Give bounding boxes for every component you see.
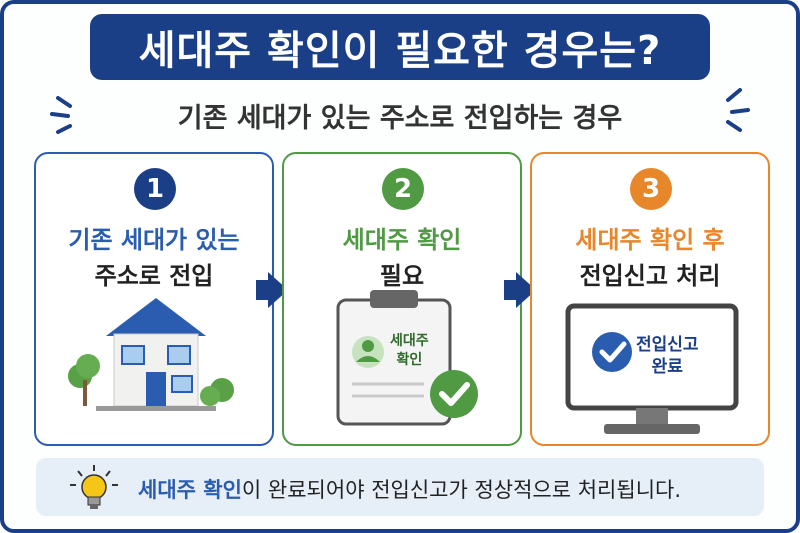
note-bar: 세대주 확인이 완료되어야 전입신고가 정상적으로 처리됩니다. (36, 458, 764, 516)
clipboard-label: 세대주 확인 (390, 333, 429, 368)
subtitle: 기존 세대가 있는 주소로 전입하는 경우 (177, 103, 623, 134)
note-rest: 이 완료되어야 전입신고가 정상적으로 처리됩니다. (241, 478, 682, 502)
house-icon (68, 298, 234, 411)
step-card-3: 3 세대주 확인 후 전입신고 처리 전입신고 완료 (530, 152, 770, 446)
step-1-line2: 주소로 전입 (94, 262, 214, 290)
monitor-label: 전입신고 완료 (636, 335, 699, 377)
step-number-2: 2 (382, 168, 424, 210)
step-1-line1: 기존 세대가 있는 (68, 226, 240, 254)
page-title: 세대주 확인이 필요한 경우는? (138, 28, 662, 74)
clipboard-icon (336, 290, 478, 426)
step-number-3: 3 (630, 168, 672, 210)
step-card-1: 1 기존 세대가 있는 주소로 전입 (34, 152, 274, 446)
arrow-right-icon (256, 272, 288, 308)
note-highlight: 세대주 확인 (138, 478, 242, 502)
step-2-line2: 필요 (379, 262, 425, 290)
step-2-line1: 세대주 확인 (342, 226, 462, 254)
step-card-2: 2 세대주 확인 필요 세대주 확인 (282, 152, 522, 446)
monitor-icon (565, 303, 739, 434)
step-3-line1: 세대주 확인 후 (575, 226, 725, 254)
title-banner: 세대주 확인이 필요한 경우는? (90, 14, 710, 80)
arrow-right-icon (504, 272, 536, 308)
sparkle-left-icon (50, 96, 72, 134)
note-text: 세대주 확인이 완료되어야 전입신고가 정상적으로 처리됩니다. (138, 474, 681, 504)
lightbulb-icon (70, 465, 118, 509)
step-3-line2: 전입신고 처리 (579, 262, 721, 290)
sparkle-right-icon (726, 88, 750, 132)
step-number-1: 1 (134, 168, 176, 210)
